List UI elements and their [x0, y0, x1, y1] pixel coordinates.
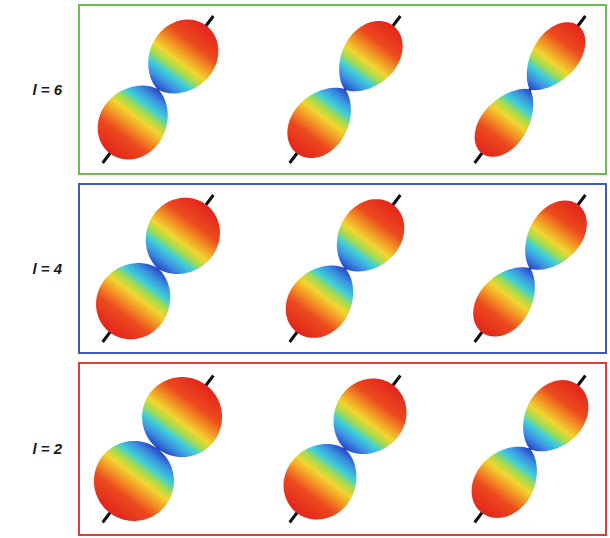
lobe-surface [78, 361, 238, 537]
orbital-shape [451, 358, 608, 538]
lobe-surface [275, 9, 415, 170]
lobe-surface [459, 368, 602, 531]
quantum-number-label: l = 6 [32, 81, 62, 99]
orbital-shape [456, 2, 604, 177]
lobe-surface [84, 6, 233, 173]
orbital-shape [268, 0, 423, 180]
panel-box: l = 4 [78, 183, 607, 354]
orbital-shape [454, 179, 606, 357]
lobe-surface [81, 183, 235, 354]
orbital-shape [74, 173, 242, 363]
orbital-shape [265, 177, 425, 361]
lobe-surface [272, 186, 417, 351]
panel-box: l = 6 [78, 4, 607, 175]
orbital-shape [71, 351, 246, 538]
panel-box: l = 2 [78, 362, 607, 536]
quantum-number-label: l = 4 [32, 260, 62, 278]
orbital-shape [76, 0, 239, 183]
orbital-shape [262, 355, 429, 538]
lobe-surface [269, 364, 421, 534]
lobe-surface [461, 189, 599, 348]
quantum-number-label: l = 2 [32, 440, 62, 458]
lobe-surface [463, 12, 596, 168]
